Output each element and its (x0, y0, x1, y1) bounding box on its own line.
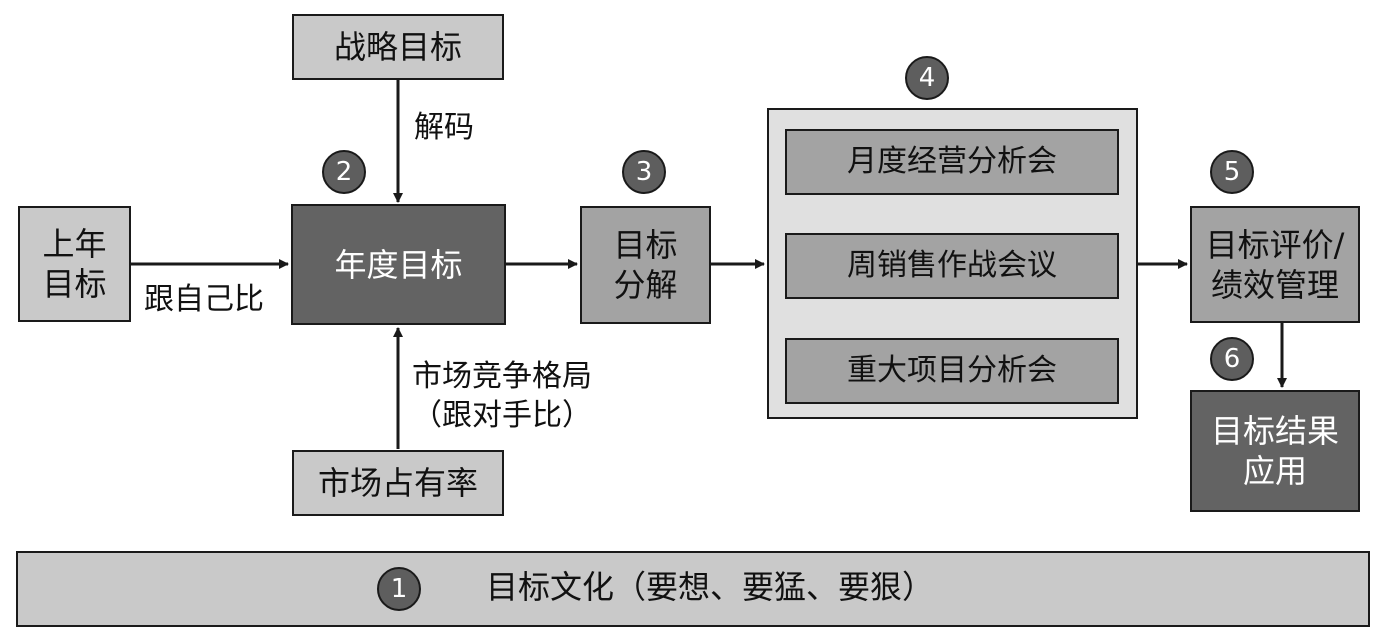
weekly-meeting-box: 周销售作战会议 (785, 233, 1119, 299)
culture-label: 目标文化（要想、要猛、要狠） (486, 568, 935, 606)
step-badge-1: 1 (377, 567, 421, 611)
last-year-goal-label: 上年 目标 (42, 225, 107, 303)
goal-decomposition-box: 目标 分解 (580, 206, 711, 324)
evaluation-label: 目标评价/ 绩效管理 (1205, 225, 1345, 304)
step-badge-3: 3 (622, 150, 666, 194)
annual-goal-label: 年度目标 (334, 245, 463, 284)
step-badge-6: 6 (1210, 337, 1254, 381)
evaluation-box: 目标评价/ 绩效管理 (1190, 206, 1360, 323)
step-badge-5: 5 (1210, 150, 1254, 194)
step-badge-4: 4 (905, 56, 949, 100)
strategic-goal-box: 战略目标 (292, 14, 504, 80)
competition-label: 市场竞争格局 （跟对手比） (412, 359, 592, 433)
weekly-meeting-label: 周销售作战会议 (847, 248, 1057, 284)
compare-self-label: 跟自己比 (144, 282, 264, 317)
monthly-meeting-box: 月度经营分析会 (785, 129, 1119, 195)
culture-bar: 目标文化（要想、要猛、要狠） (16, 551, 1370, 627)
goal-decomposition-label: 目标 分解 (613, 226, 678, 304)
strategic-goal-label: 战略目标 (333, 28, 462, 66)
market-share-label: 市场占有率 (317, 464, 478, 502)
major-project-meeting-box: 重大项目分析会 (785, 338, 1119, 404)
result-application-box: 目标结果 应用 (1190, 390, 1360, 512)
last-year-goal-box: 上年 目标 (18, 206, 131, 322)
annual-goal-box: 年度目标 (291, 204, 506, 325)
result-application-label: 目标结果 应用 (1210, 412, 1339, 490)
market-share-box: 市场占有率 (292, 450, 504, 516)
step-badge-2: 2 (322, 150, 366, 194)
monthly-meeting-label: 月度经营分析会 (847, 144, 1057, 180)
major-project-meeting-label: 重大项目分析会 (847, 353, 1057, 389)
decode-label: 解码 (414, 110, 474, 145)
